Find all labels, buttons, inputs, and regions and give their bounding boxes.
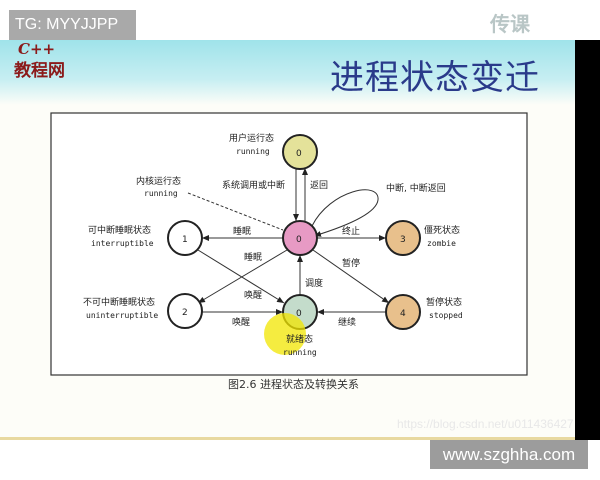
- label-kernel-en: running: [144, 189, 178, 198]
- edge-sleep2: [197, 249, 288, 304]
- edge-label-terminate: 终止: [342, 225, 360, 237]
- site-watermark: www.szghha.com: [430, 440, 588, 469]
- watermark: 传课: [490, 12, 530, 36]
- node-kernel-id: 0: [296, 235, 302, 245]
- cursor-highlight: [264, 313, 306, 355]
- label-n2-en: uninterruptible: [86, 311, 158, 320]
- slide-title: 进程状态变迁: [330, 58, 540, 98]
- video-side-bar: [575, 40, 600, 440]
- node-4-id: 4: [400, 309, 406, 319]
- edge-label-sleep1: 睡眠: [233, 225, 251, 237]
- edge-pause: [312, 249, 390, 304]
- edge-interrupt-loop: [311, 189, 379, 237]
- node-kernel-running: [282, 220, 318, 256]
- node-2-id: 2: [182, 308, 188, 318]
- label-ready-en: running: [283, 348, 317, 357]
- node-interruptible: [167, 220, 203, 256]
- label-kernel-cn: 内核运行态: [136, 175, 181, 187]
- label-ready-cn: 就绪态: [286, 333, 313, 345]
- edge-label-resume: 继续: [338, 316, 356, 328]
- edge-label-syscall: 系统调用或中断: [222, 179, 285, 191]
- label-user-en: running: [236, 147, 270, 156]
- edge-label-interrupt: 中断, 中断返回: [386, 182, 446, 194]
- label-user-cn: 用户运行态: [229, 132, 274, 144]
- edge-wake1: [197, 249, 285, 304]
- logo-cpp: C++: [18, 40, 56, 58]
- node-ready-id: 0: [296, 309, 302, 319]
- figure-caption: 图2.6 进程状态及转换关系: [228, 378, 359, 391]
- edge-label-pause: 暂停: [342, 257, 360, 269]
- node-stopped: [385, 294, 421, 330]
- node-uninterruptible: [167, 293, 203, 329]
- node-user-running: [282, 134, 318, 170]
- node-1-id: 1: [182, 235, 188, 245]
- node-3-id: 3: [400, 235, 406, 245]
- edge-label-schedule: 调度: [305, 277, 323, 289]
- slide-bottom-line: [0, 437, 575, 440]
- label-n3-en: zombie: [427, 239, 456, 248]
- label-n1-en: interruptible: [91, 239, 154, 248]
- label-n2-cn: 不可中断睡眠状态: [83, 296, 155, 308]
- source-url: https://blog.csdn.net/u011436427: [397, 417, 574, 431]
- edge-label-wake1: 唤醒: [244, 289, 262, 301]
- overlay-tag: TG: MYYJJPP: [9, 10, 136, 40]
- label-n4-en: stopped: [429, 311, 463, 320]
- label-n4-cn: 暂停状态: [426, 296, 462, 308]
- label-n3-cn: 僵死状态: [424, 224, 460, 236]
- kernel-pointer-line: [187, 192, 284, 231]
- node-user-id: 0: [296, 149, 302, 159]
- edge-label-return: 返回: [310, 179, 328, 191]
- node-zombie: [385, 220, 421, 256]
- slide-header: [0, 40, 575, 105]
- edge-label-sleep2: 睡眠: [244, 251, 262, 263]
- edge-label-wake2: 唤醒: [232, 316, 250, 328]
- label-n1-cn: 可中断睡眠状态: [88, 224, 151, 236]
- logo-text: 教程网: [14, 61, 65, 81]
